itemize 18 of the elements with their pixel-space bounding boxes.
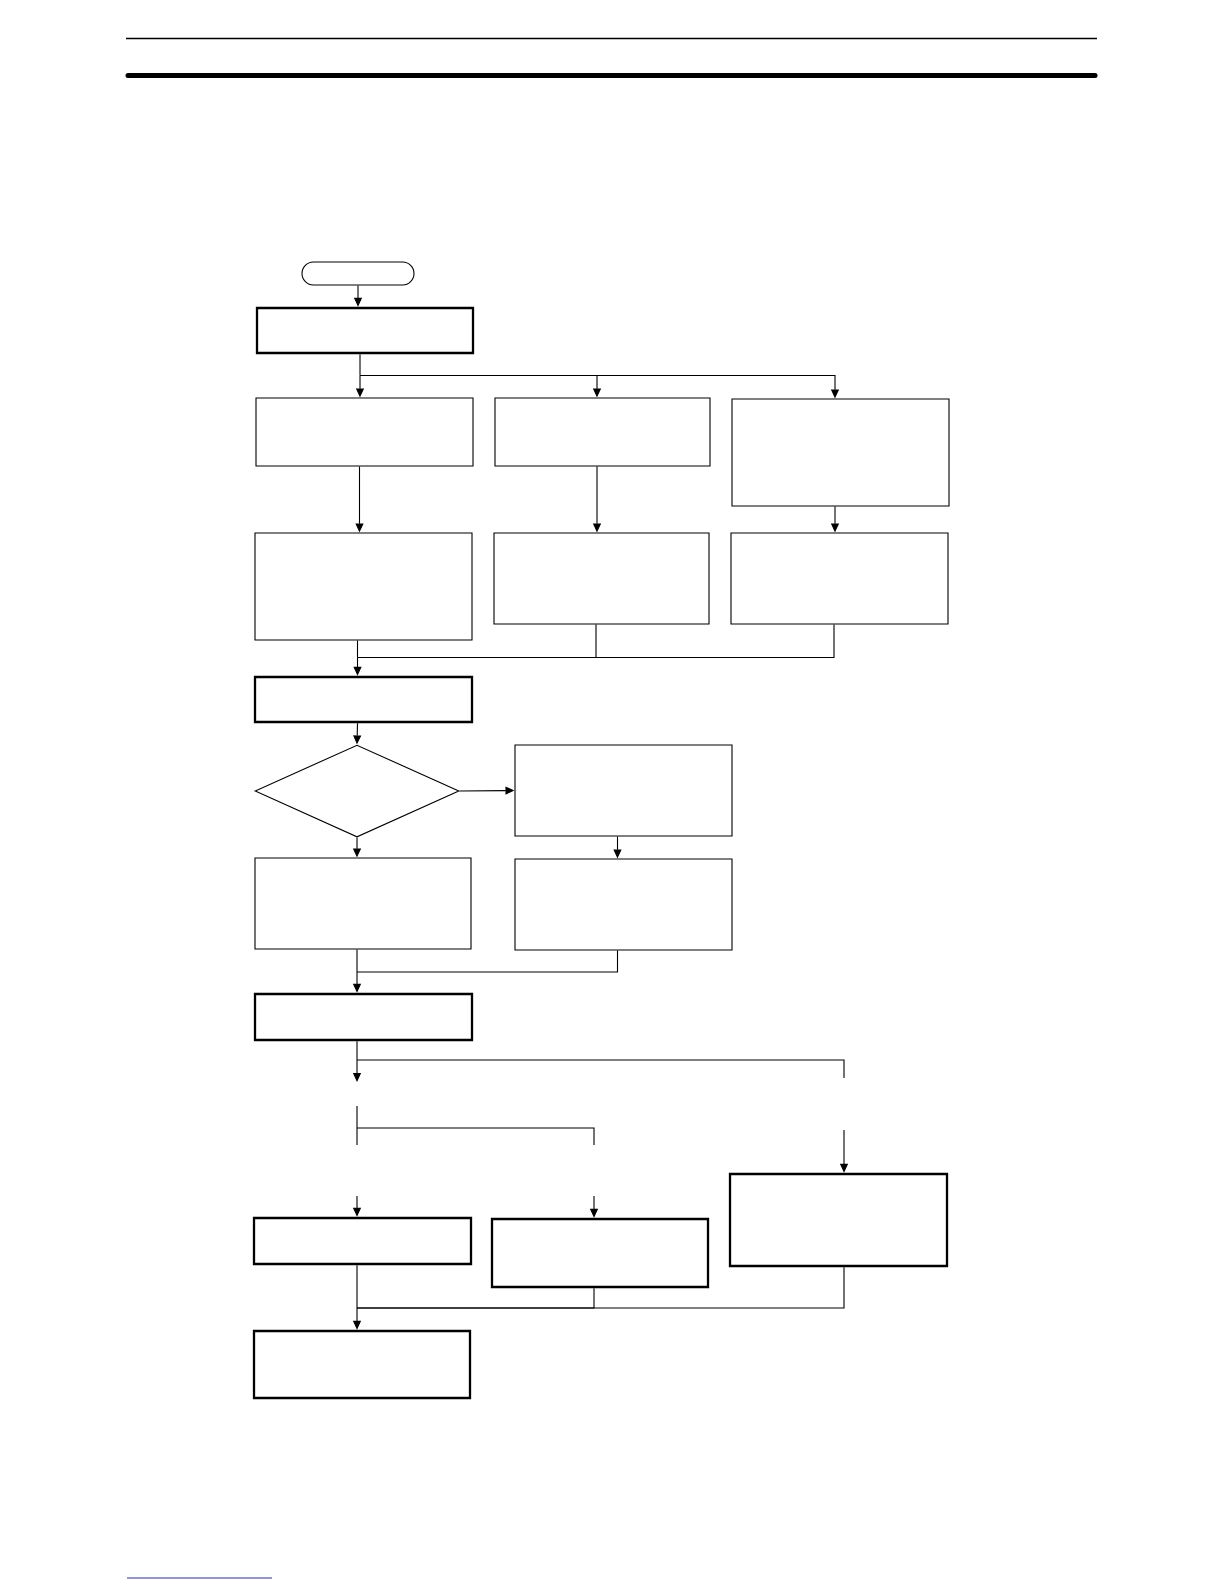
process-box [490,1217,710,1289]
process-box [252,1329,472,1400]
process-box [730,532,949,625]
process-box [493,532,710,625]
process-box [494,397,711,467]
terminal-box [301,261,415,286]
process-box [254,857,472,950]
process-box [253,992,474,1042]
process-box [252,1216,473,1266]
process-box [253,675,474,724]
arrow [353,624,835,676]
process-box [255,397,474,467]
process-box [514,744,733,837]
process-box [731,398,950,507]
process-box [255,306,475,355]
process-box [728,1172,949,1268]
process-box [254,532,473,641]
process-box [514,858,733,951]
